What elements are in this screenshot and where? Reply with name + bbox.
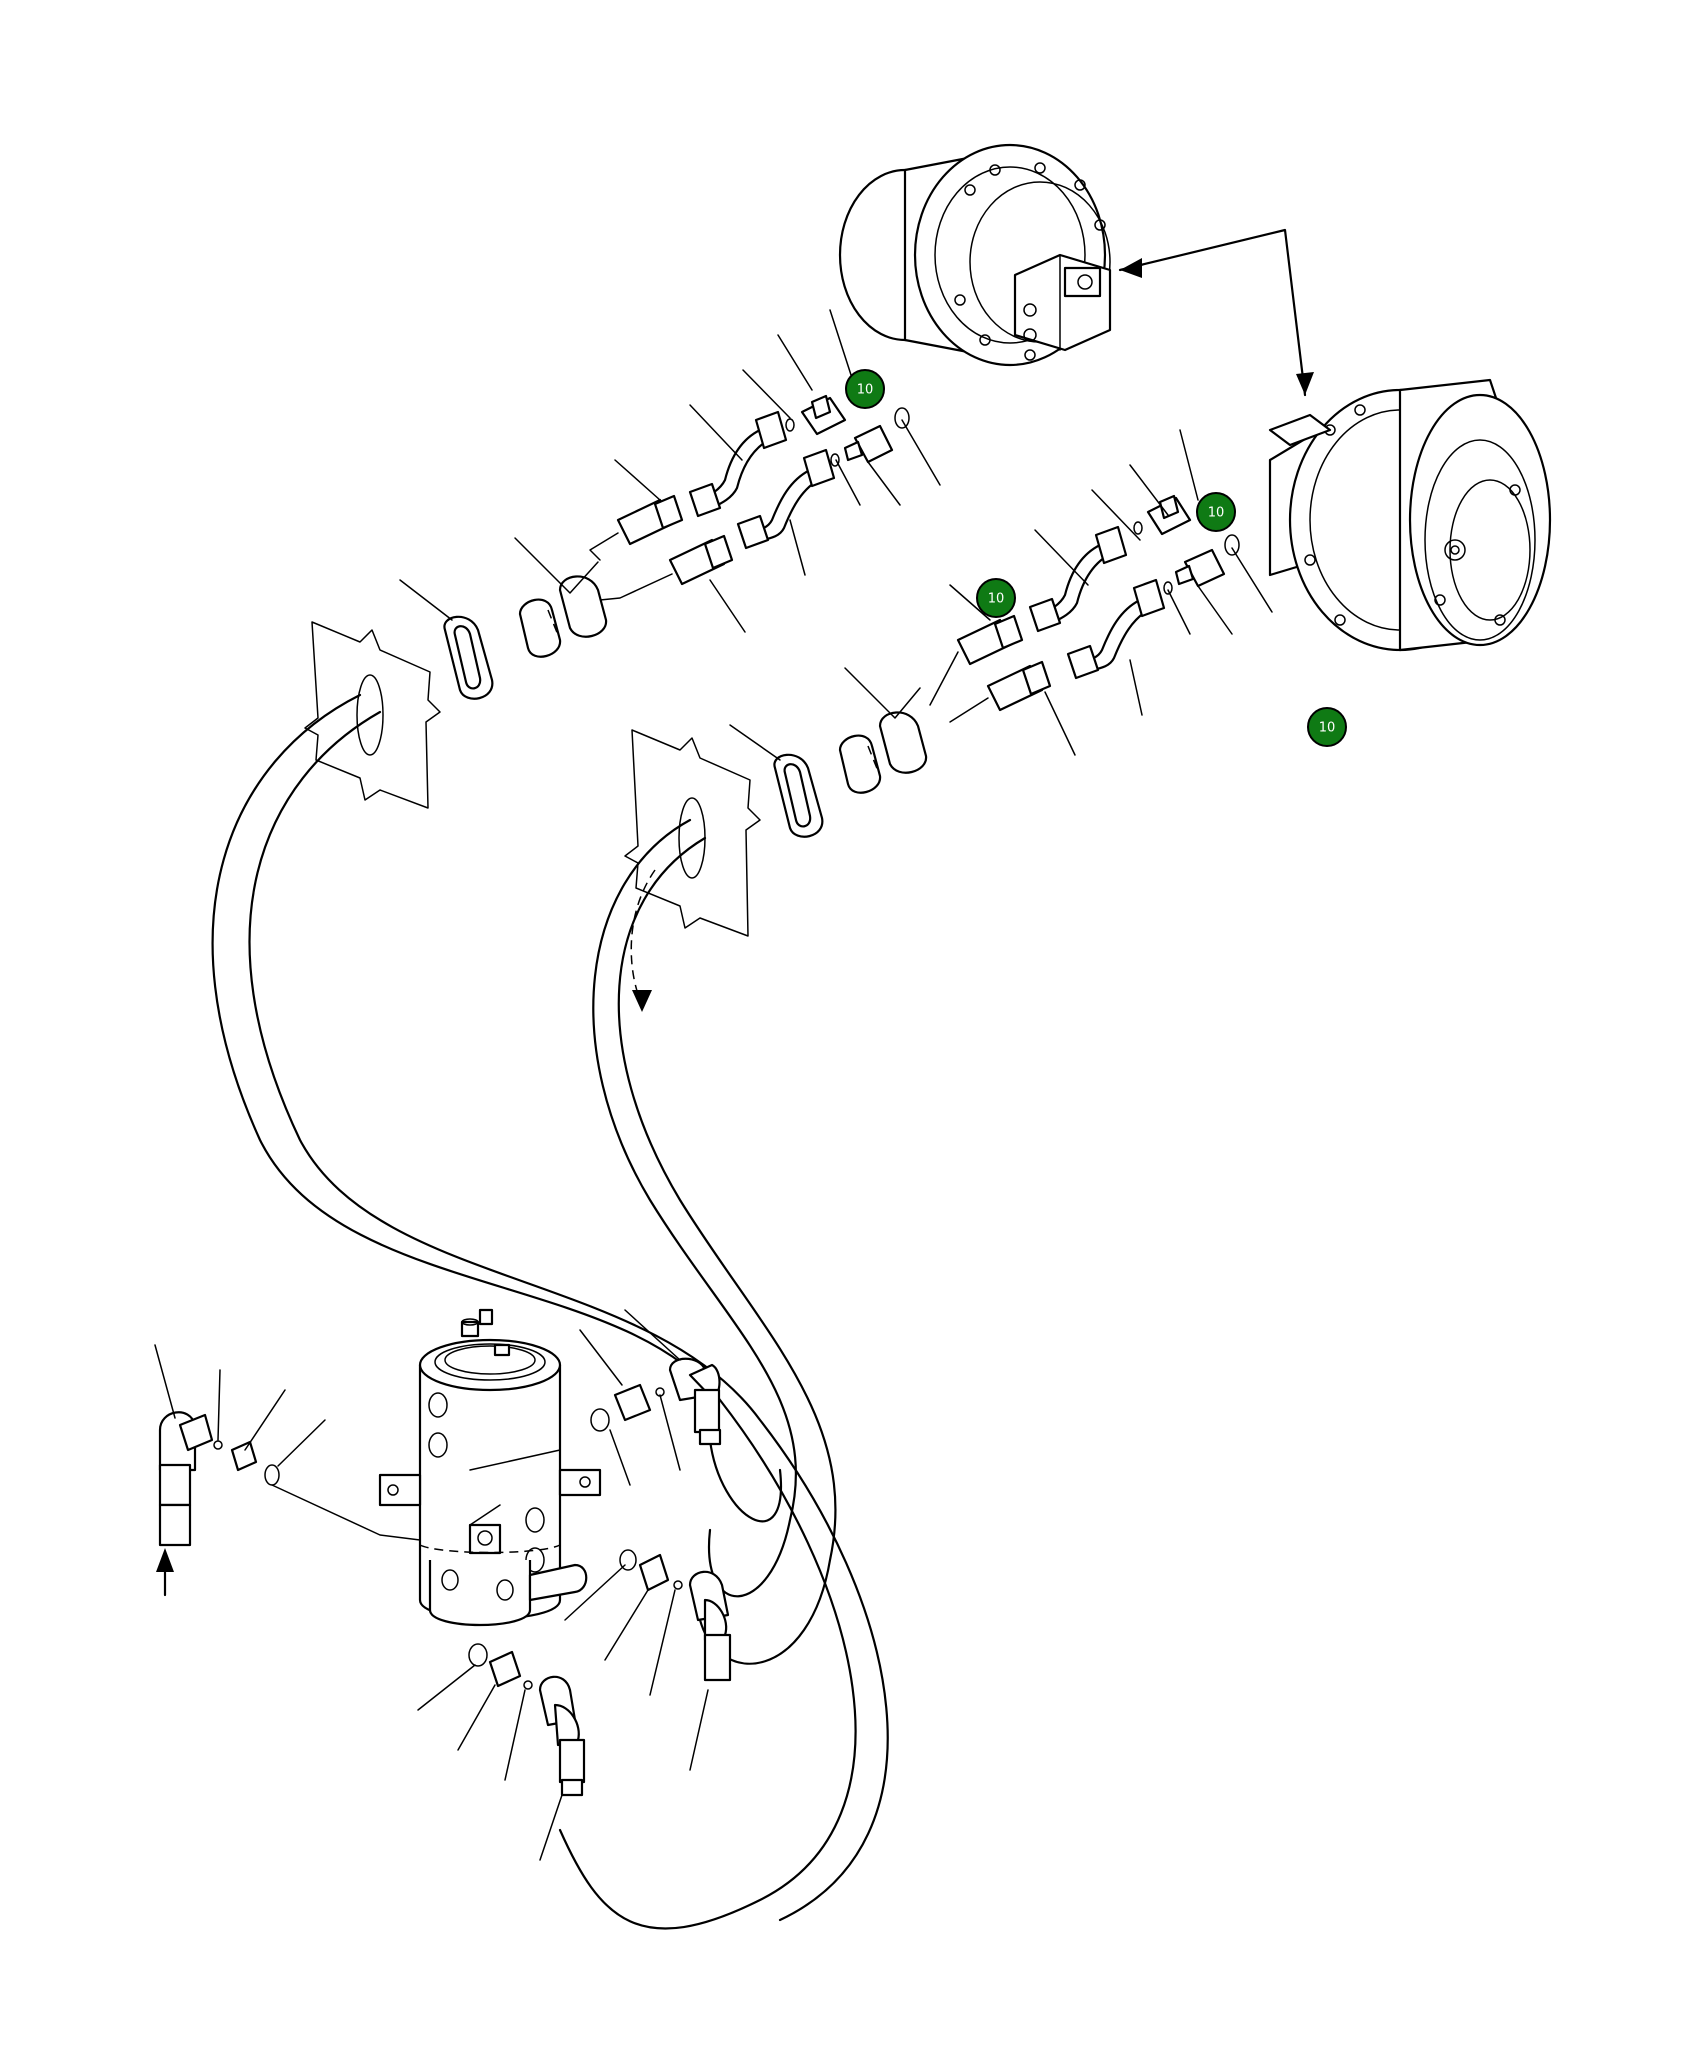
long-hoses [211,693,889,1930]
travel-motor-top [838,143,1112,367]
callout-badge[interactable]: 10 [1196,492,1236,532]
callout-badge-label: 10 [988,592,1005,607]
callout-badge-label: 10 [857,383,874,398]
callout-badge[interactable]: 10 [1307,707,1347,747]
hose-assembly-right [624,429,1273,937]
callout-badge[interactable]: 10 [845,369,885,409]
travel-motor-right [1268,378,1552,652]
callout-badge[interactable]: 10 [976,578,1016,618]
callout-badge-label: 10 [1208,506,1225,521]
swivel-fittings-left [154,1344,421,1597]
swivel-fittings-upper-right [579,1309,722,1486]
callout-badge-label: 10 [1319,721,1336,736]
motor-reference-arrow [1118,228,1314,397]
swivel-fittings-bottom [417,1643,586,1861]
swivel-joint [378,1308,602,1627]
swivel-fittings-lower-right [564,1549,732,1771]
hose-assembly-top [304,309,941,809]
